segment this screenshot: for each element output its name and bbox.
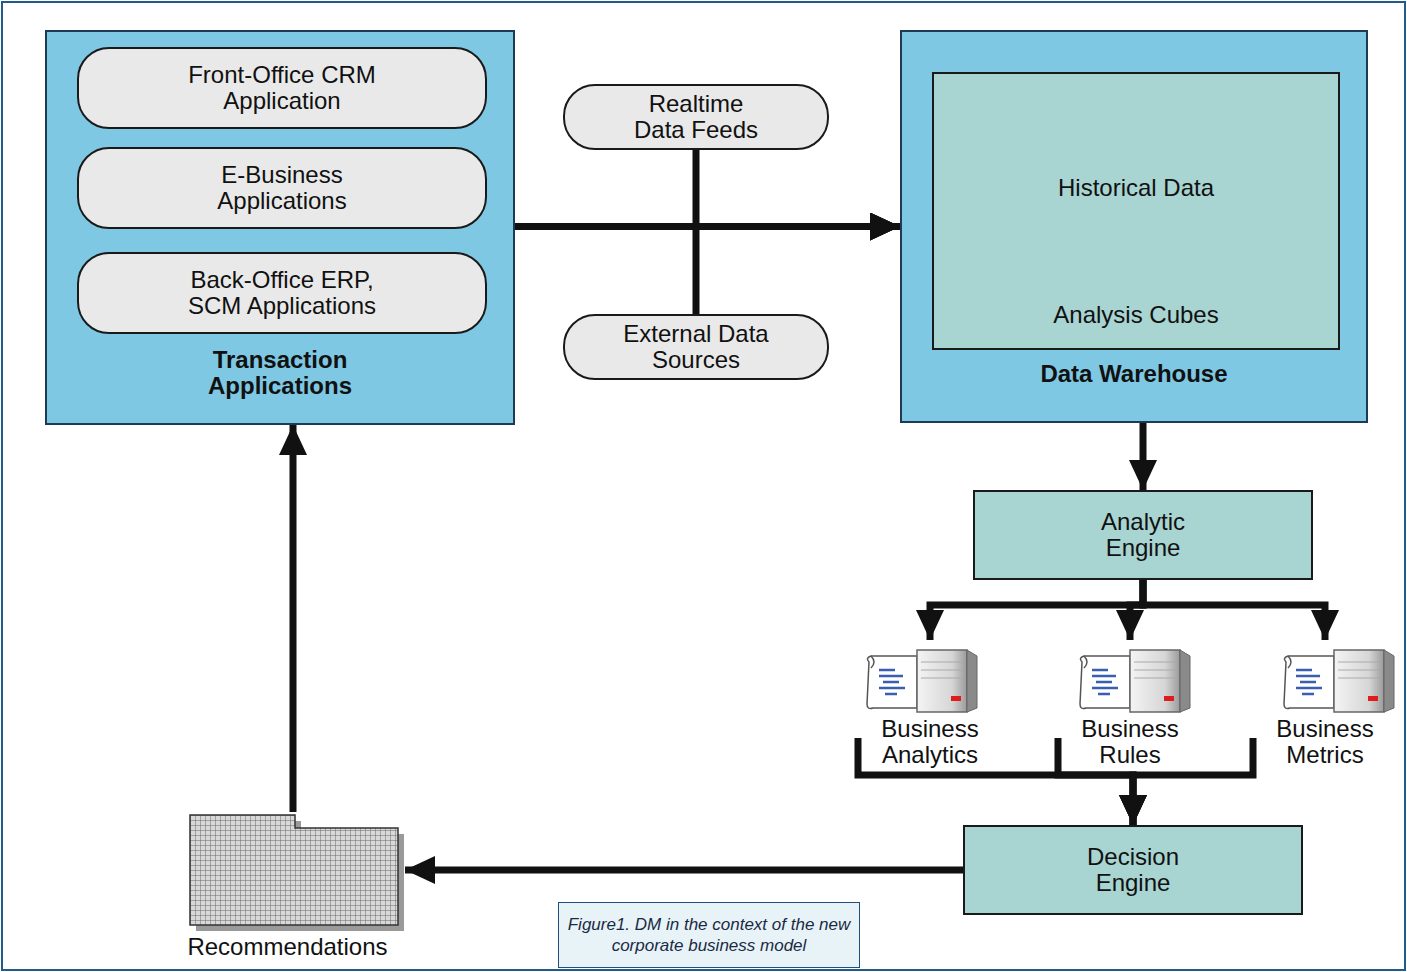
server-node: Business Analytics	[855, 640, 1005, 768]
application-pill: Back-Office ERP, SCM Applications	[77, 252, 487, 334]
node-label: Decision Engine	[1058, 844, 1208, 896]
flow-arrow	[405, 867, 963, 874]
node-label: Realtime Data Feeds	[631, 91, 761, 143]
server-node: Business Rules	[1055, 640, 1205, 768]
caption-box: Figure1. DM in the context of the new co…	[558, 902, 860, 968]
group-heading: Data Warehouse	[934, 361, 1334, 387]
figure-caption: Figure1. DM in the context of the new co…	[567, 914, 851, 956]
node-label: Recommendations	[170, 934, 405, 960]
server-node: Business Metrics	[1250, 640, 1400, 768]
group-heading: Transaction Applications	[150, 347, 410, 399]
flow-arrow	[1143, 580, 1325, 640]
flow-arrow	[696, 150, 900, 227]
application-pill: Front-Office CRM Application	[77, 47, 487, 129]
group-panel: Transaction Applications Front-Office CRM…	[45, 30, 515, 425]
node-label: Business Analytics	[855, 716, 1005, 768]
group-panel: Data Warehouse Historical DataAnalysis Cu…	[900, 30, 1368, 423]
node-label: Analytic Engine	[1068, 509, 1218, 561]
flow-arrow	[290, 425, 297, 812]
flow-arrow	[696, 227, 900, 315]
node-label: E-Business Applications	[167, 162, 397, 214]
source-pill: External Data Sources	[563, 314, 829, 380]
node-label: Business Metrics	[1250, 716, 1400, 768]
application-pill: E-Business Applications	[77, 147, 487, 229]
node-label: External Data Sources	[616, 321, 776, 373]
process-box: Analytic Engine	[973, 490, 1313, 580]
node-label: Analysis Cubes	[934, 302, 1338, 328]
source-pill: Realtime Data Feeds	[563, 84, 829, 150]
flow-arrow	[1140, 423, 1147, 490]
server-document-icon	[1284, 650, 1394, 712]
process-box: Decision Engine	[963, 825, 1303, 915]
server-document-icon	[867, 650, 977, 712]
node-label: Back-Office ERP, SCM Applications	[167, 267, 397, 319]
flow-arrow	[930, 580, 1143, 640]
storage-box: Historical DataAnalysis Cubes	[932, 72, 1340, 350]
node-label: Historical Data	[934, 175, 1338, 201]
node-label: Front-Office CRM Application	[167, 62, 397, 114]
output-node: Recommendations	[170, 812, 405, 960]
node-label: Business Rules	[1055, 716, 1205, 768]
recommendations-shape	[190, 815, 404, 931]
server-document-icon	[1080, 650, 1190, 712]
